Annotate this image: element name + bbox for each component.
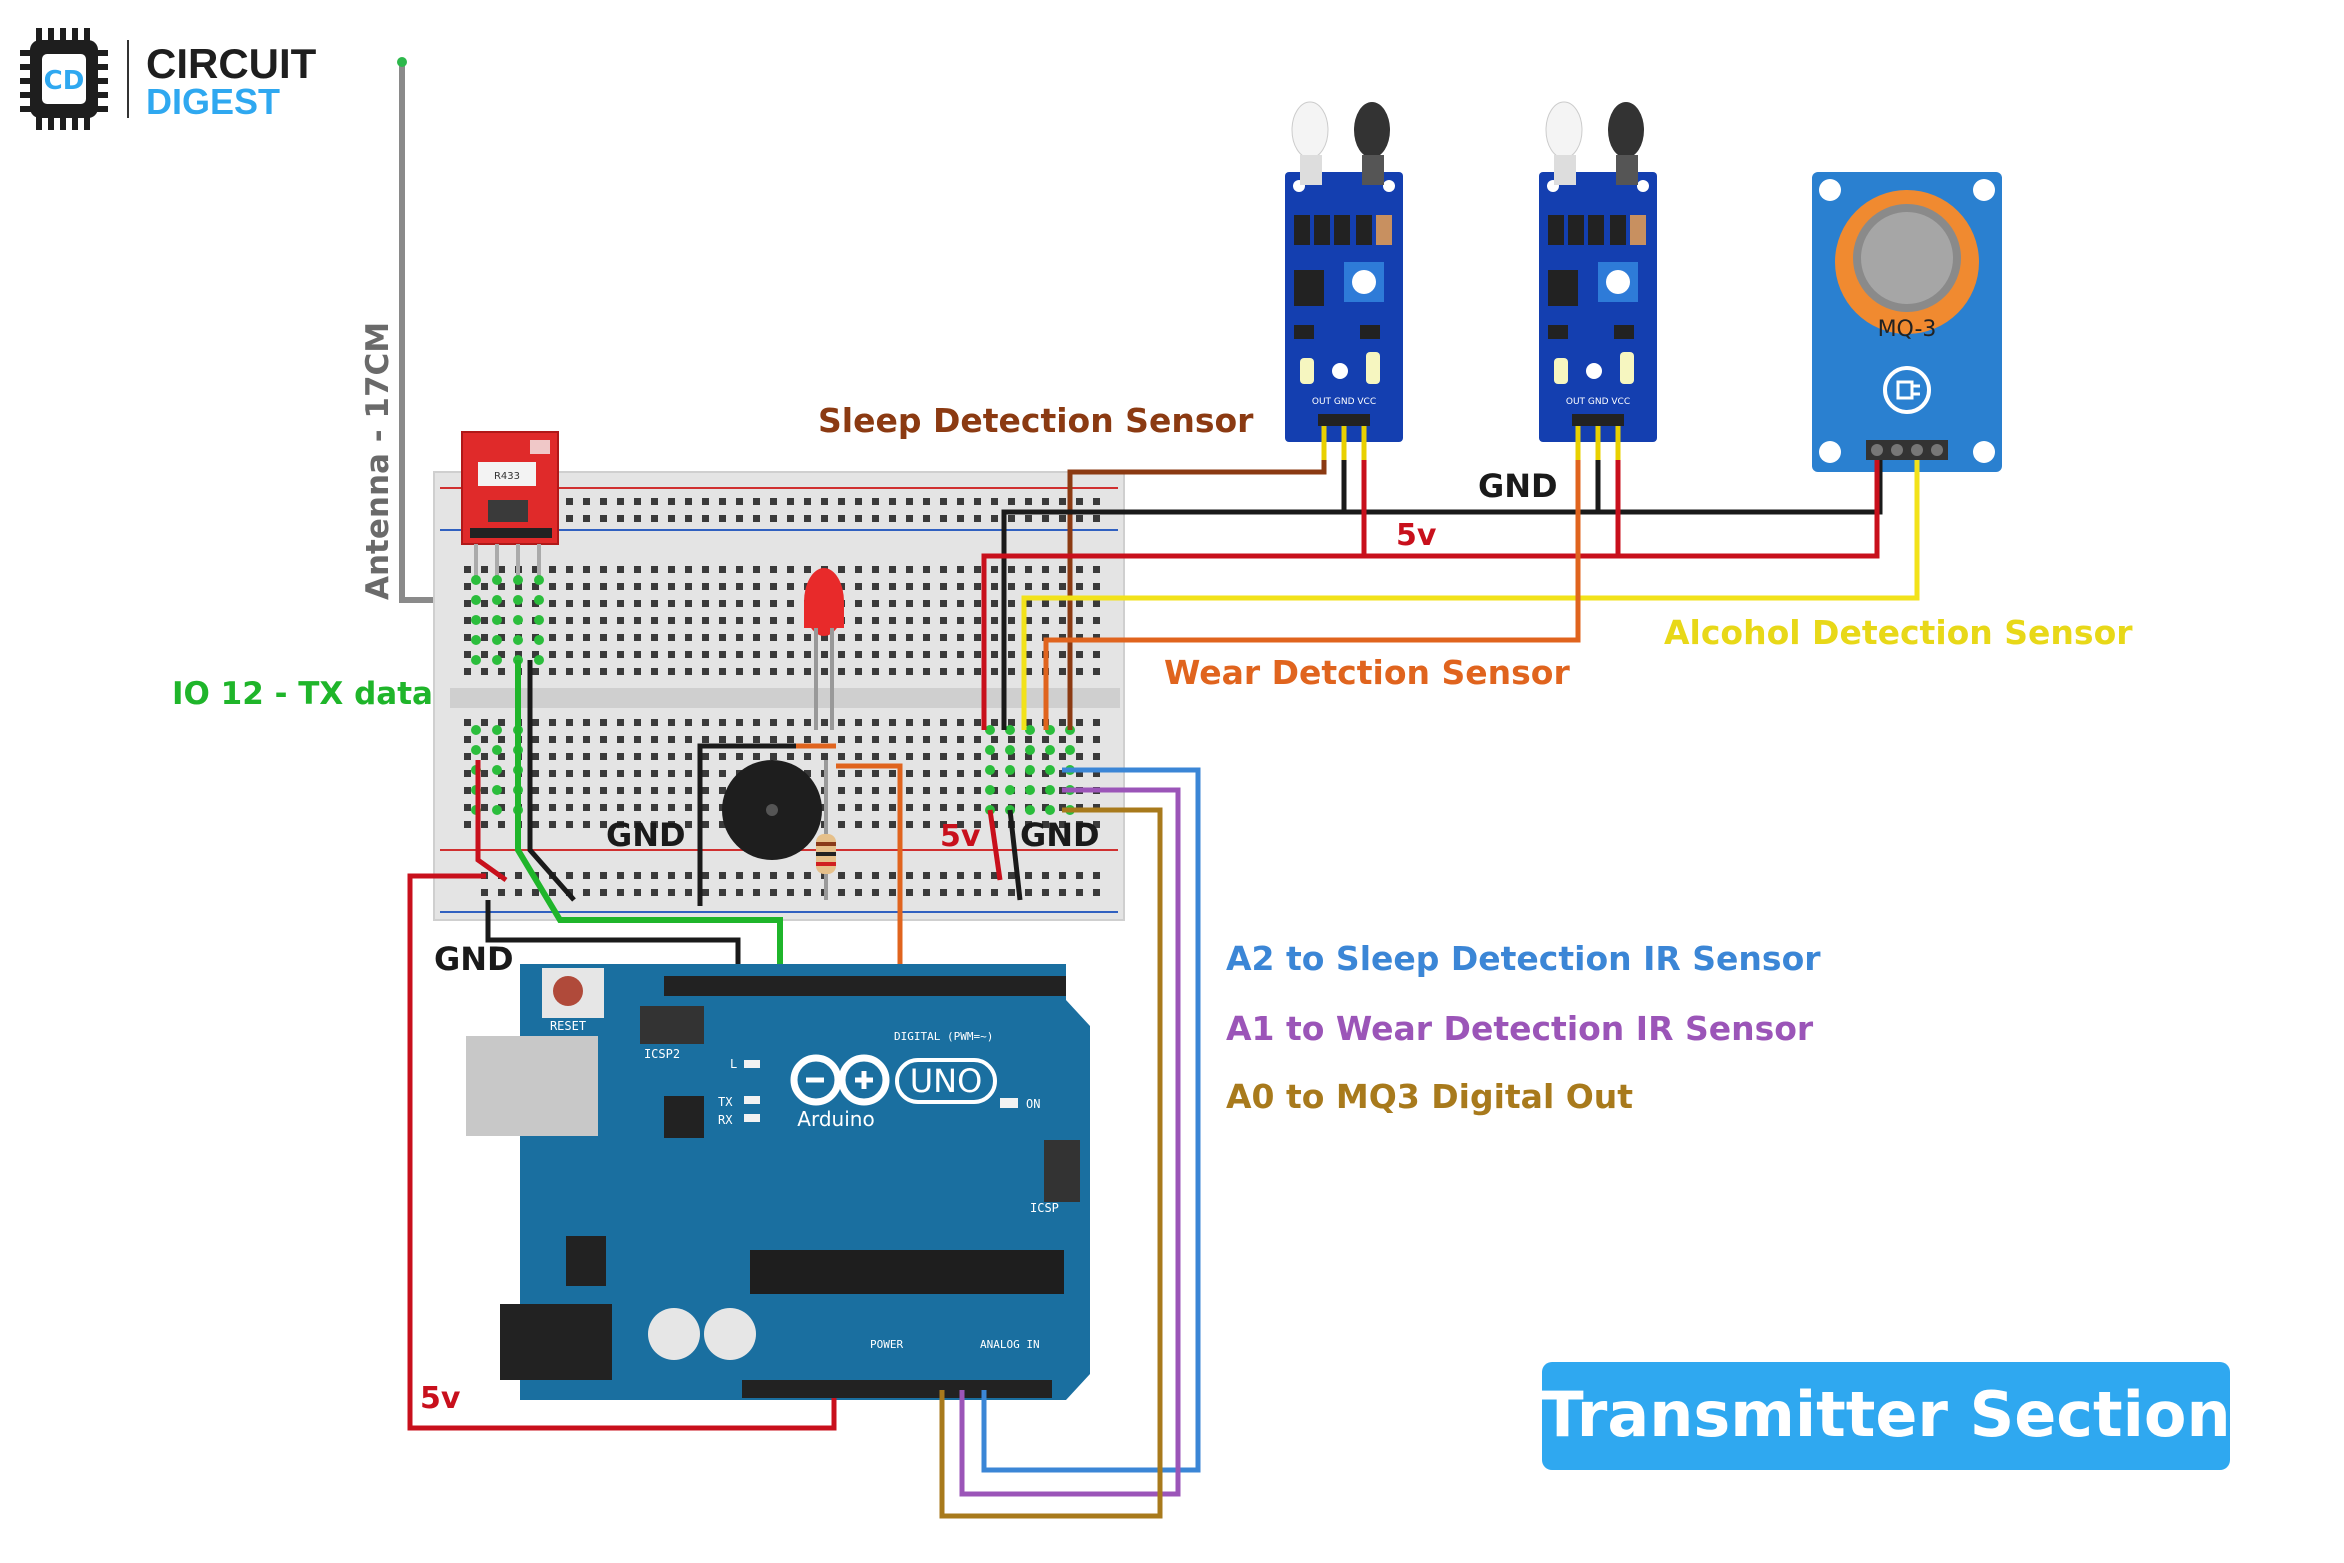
logo-text-digest: DIGEST xyxy=(146,81,280,122)
arduino-uno-board: RESET ICSP2 UNO Arduino L TX RX ON ICSP … xyxy=(466,964,1090,1400)
arduino-brand-label: Arduino xyxy=(797,1107,874,1131)
wire-5v-bus xyxy=(981,460,1367,730)
gnd-top-label: GND xyxy=(1478,467,1558,505)
rf-chip-label: R433 xyxy=(494,471,520,482)
wear-sensor-label: Wear Detction Sensor xyxy=(1164,653,1570,692)
digital-header-label: DIGITAL (PWM=~) xyxy=(894,1030,993,1043)
icsp-label: ICSP xyxy=(1030,1201,1059,1215)
rx-label: RX xyxy=(718,1113,733,1127)
v5-left-label: 5v xyxy=(420,1381,461,1416)
wire-sleep-out xyxy=(1067,460,1327,730)
gnd-left-label: GND xyxy=(434,940,514,978)
ir-sleep-pin-label: OUT GND VCC xyxy=(1312,397,1376,407)
resistor xyxy=(816,760,836,900)
power-header-label: POWER xyxy=(870,1338,903,1351)
wire-a0-gold xyxy=(939,807,1163,1519)
icsp2-label: ICSP2 xyxy=(644,1047,680,1061)
circuit-digest-logo: CD CIRCUIT DIGEST xyxy=(20,28,317,130)
analog-header-label: ANALOG IN xyxy=(980,1338,1040,1351)
antenna-label: Antenna - 17CM xyxy=(360,322,396,600)
v5-top-label: 5v xyxy=(1396,518,1437,553)
ir-sensor-sleep: OUT GND VCC xyxy=(1285,101,1403,462)
arduino-model-label: UNO xyxy=(910,1062,983,1100)
io12-label: IO 12 - TX data xyxy=(172,676,433,712)
wire-alcohol-out xyxy=(1021,460,1920,730)
mq3-alcohol-sensor: MQ-3 xyxy=(1812,172,2002,472)
red-led xyxy=(804,568,844,730)
alcohol-sensor-label: Alcohol Detection Sensor xyxy=(1664,613,2133,652)
v5-mid-label: 5v xyxy=(940,819,981,854)
mq3-label: MQ-3 xyxy=(1878,317,1937,342)
logo-text-circuit: CIRCUIT xyxy=(146,40,317,87)
wire-5v-arduino xyxy=(407,873,837,1431)
a0-note-label: A0 to MQ3 Digital Out xyxy=(1226,1077,1633,1116)
wire-a1-purple xyxy=(959,787,1181,1497)
ir-wear-pin-label: OUT GND VCC xyxy=(1566,397,1630,407)
rf-433-transmitter: R433 xyxy=(461,431,559,580)
buzzer xyxy=(722,760,822,860)
logo-mark: CD xyxy=(44,66,85,96)
sleep-sensor-label: Sleep Detection Sensor xyxy=(818,401,1254,440)
a2-note-label: A2 to Sleep Detection IR Sensor xyxy=(1226,939,1821,978)
section-badge-text: Transmitter Section xyxy=(1541,1378,2230,1451)
on-label: ON xyxy=(1026,1097,1040,1111)
wire-wear-out xyxy=(1043,460,1581,730)
gnd-mid-right-label: GND xyxy=(1020,816,1100,854)
chip-logo-icon: CD xyxy=(20,28,108,130)
ir-sensor-wear: OUT GND VCC xyxy=(1539,101,1657,462)
tx-label: TX xyxy=(718,1095,733,1109)
section-badge: Transmitter Section xyxy=(1541,1362,2231,1470)
mq3-logo-icon xyxy=(1883,366,1931,414)
wire-a2-blue xyxy=(981,767,1201,1473)
arduino-infinity-icon xyxy=(790,1054,890,1106)
wire-gnd-bus xyxy=(1341,460,1601,515)
gnd-mid-left-label: GND xyxy=(606,816,686,854)
reset-label: RESET xyxy=(550,1019,586,1033)
led-l-label: L xyxy=(730,1057,737,1071)
a1-note-label: A1 to Wear Detection IR Sensor xyxy=(1226,1009,1814,1048)
